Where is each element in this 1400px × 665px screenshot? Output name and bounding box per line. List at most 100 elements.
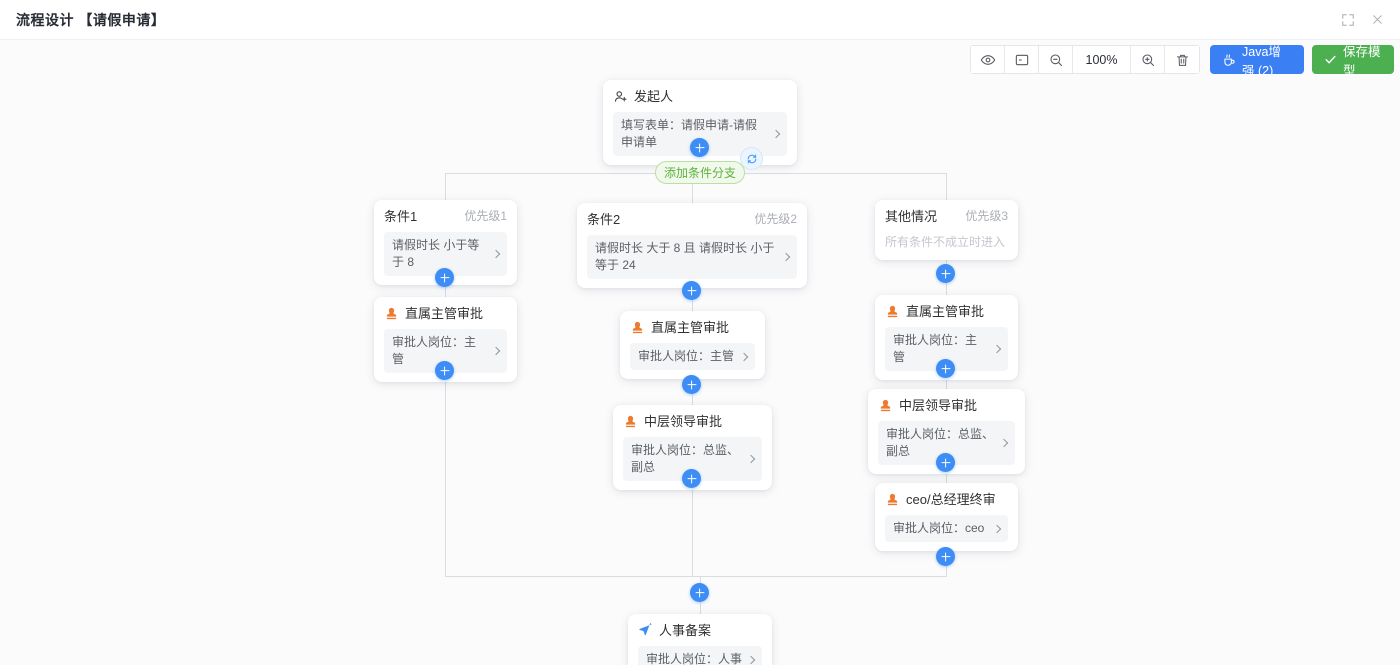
node-header: ceo/总经理终审 [885,492,1008,507]
chevron-right-icon [992,524,1002,533]
add-node-button[interactable] [690,583,709,602]
add-node-button[interactable] [682,281,701,300]
connector-line [445,352,446,576]
node-header: 发起人 [613,89,787,104]
node-detail-text: 审批人岗位：总监、副总 [886,427,995,458]
connector-line [445,576,947,577]
node-detail[interactable]: 请假时长 小于等于 8 [384,232,507,276]
node-header: 条件2 优先级2 [587,212,797,227]
node-detail[interactable]: 审批人岗位：主管 [630,343,755,370]
add-node-button[interactable] [936,264,955,283]
stamp-icon [885,304,900,319]
node-detail-text: 所有条件不成立时进入 [885,235,1006,249]
node-title: ceo/总经理终审 [906,492,996,507]
node-header: 直属主管审批 [384,306,507,321]
title-bar: 流程设计 【请假申请】 [0,0,1400,40]
node-title: 直属主管审批 [651,320,730,335]
add-node-button[interactable] [682,469,701,488]
node-header: 人事备案 [638,623,762,638]
priority-label: 优先级2 [754,212,797,226]
zoom-in-icon [1140,52,1156,68]
user-add-icon [613,89,628,104]
minimap-button[interactable] [1005,46,1039,73]
node-approval-b3-ceo[interactable]: ceo/总经理终审 审批人岗位：ceo [875,483,1018,551]
node-title: 中层领导审批 [899,398,978,413]
node-condition-1[interactable]: 条件1 优先级1 请假时长 小于等于 8 [374,200,517,285]
chevron-right-icon [781,252,791,262]
node-detail-text: 请假时长 小于等于 8 [392,238,480,269]
stamp-icon [384,306,399,321]
add-node-button[interactable] [936,453,955,472]
node-detail[interactable]: 审批人岗位：主管 [384,329,507,373]
connector-line [692,183,693,203]
close-icon[interactable] [1371,13,1384,26]
save-model-button[interactable]: 保存模型 [1312,45,1394,78]
add-node-button[interactable] [435,268,454,287]
connector-line [692,460,693,576]
node-header: 直属主管审批 [885,304,1008,319]
node-detail-text: 填写表单：请假申请-请假申请单 [621,118,757,149]
canvas-toolbar: 100% [970,45,1200,74]
add-condition-branch-button[interactable]: 添加条件分支 [655,161,745,184]
send-icon [638,623,653,638]
node-detail-text: 请假时长 大于 8 且 请假时长 小于等于 24 [595,241,775,272]
check-icon [1324,53,1337,66]
node-title: 条件1 [384,209,418,224]
node-hr-record[interactable]: 人事备案 审批人岗位：人事 [628,614,772,665]
node-approval-b1-supervisor[interactable]: 直属主管审批 审批人岗位：主管 [374,297,517,382]
delete-button[interactable] [1165,46,1199,73]
chevron-right-icon [491,346,501,356]
node-header: 中层领导审批 [623,414,762,429]
node-detail-text: 审批人岗位：主管 [392,335,477,366]
preview-button[interactable] [971,46,1005,73]
chevron-right-icon [992,344,1002,354]
chevron-right-icon [739,352,749,361]
node-detail[interactable]: 请假时长 大于 8 且 请假时长 小于等于 24 [587,235,797,279]
node-approval-b2-supervisor[interactable]: 直属主管审批 审批人岗位：主管 [620,311,765,379]
node-detail[interactable]: 审批人岗位：总监、副总 [623,437,762,481]
fullscreen-icon[interactable] [1341,13,1355,27]
node-title: 其他情况 [885,209,938,224]
node-header: 中层领导审批 [878,398,1015,413]
node-condition-2[interactable]: 条件2 优先级2 请假时长 大于 8 且 请假时长 小于等于 24 [577,203,807,288]
connector-line [445,173,446,200]
java-enhance-label: Java增强 (2) [1242,44,1281,78]
node-detail[interactable]: 审批人岗位：人事 [638,646,762,665]
zoom-out-button[interactable] [1039,46,1073,73]
node-title: 直属主管审批 [405,306,484,321]
node-condition-other[interactable]: 其他情况 优先级3 所有条件不成立时进入 [875,200,1018,260]
stamp-icon [623,414,638,429]
java-enhance-button[interactable]: Java增强 (2) [1210,45,1304,78]
window-controls [1341,13,1384,27]
add-node-button[interactable] [936,359,955,378]
chevron-right-icon [746,655,756,664]
node-header: 其他情况 优先级3 [885,209,1008,224]
node-title: 条件2 [587,212,621,227]
node-title: 人事备案 [659,623,712,638]
stamp-icon [878,398,893,413]
node-title: 直属主管审批 [906,304,985,319]
node-header: 直属主管审批 [630,320,755,335]
node-detail: 所有条件不成立时进入 [885,232,1008,251]
node-detail-text: 审批人岗位：人事 [646,652,743,665]
java-cup-icon [1222,53,1236,67]
eye-icon [980,52,996,68]
add-node-button[interactable] [936,547,955,566]
chevron-right-icon [999,438,1009,448]
zoom-level-label: 100% [1073,46,1131,73]
refresh-icon[interactable] [740,147,763,170]
add-node-button[interactable] [682,375,701,394]
stamp-icon [630,320,645,335]
connector-line [946,173,947,200]
trash-icon [1175,52,1190,68]
page-title: 流程设计 【请假申请】 [16,11,166,28]
chevron-right-icon [746,454,756,464]
zoom-in-button[interactable] [1131,46,1165,73]
chevron-right-icon [491,249,501,259]
node-detail[interactable]: 审批人岗位：ceo [885,515,1008,542]
node-header: 条件1 优先级1 [384,209,507,224]
save-model-label: 保存模型 [1343,44,1381,78]
add-node-button[interactable] [690,138,709,157]
priority-label: 优先级3 [965,209,1008,223]
add-node-button[interactable] [435,361,454,380]
